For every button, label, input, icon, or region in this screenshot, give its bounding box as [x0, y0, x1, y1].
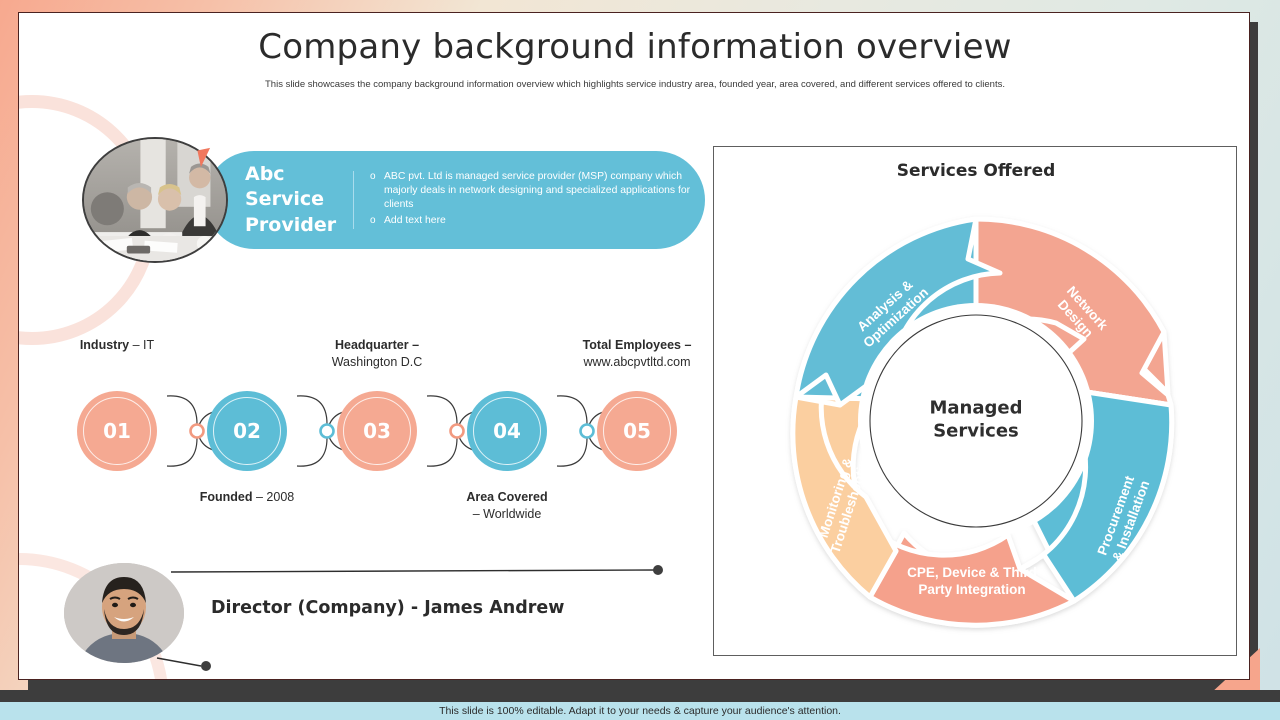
page-title: Company background information overview [258, 27, 1012, 67]
company-info-card: Abc Service Provider o ABC pvt. Ltd is m… [205, 151, 705, 249]
timeline-connectors [166, 395, 618, 467]
list-item: o Add text here [370, 214, 705, 228]
timeline-node-02[interactable]: 02 [207, 391, 287, 471]
timeline-connector-dot [579, 423, 595, 439]
company-name-line1: Abc [245, 163, 285, 186]
timeline-connector-dot [319, 423, 335, 439]
timeline-label-02: Founded – 2008 [152, 489, 342, 506]
list-item: o ABC pvt. Ltd is managed service provid… [370, 170, 705, 212]
company-name-line2: Service [245, 188, 324, 211]
company-bullet-list: o ABC pvt. Ltd is managed service provid… [354, 170, 705, 230]
timeline-label-rest: – Worldwide [472, 506, 542, 521]
list-item-text: ABC pvt. Ltd is managed service provider… [384, 171, 691, 210]
donut-center-label: Managed Services [930, 397, 1023, 444]
timeline-label-bold: Headquarter – [334, 338, 420, 352]
timeline-node-number: 01 [103, 419, 131, 443]
timeline-connector-dot [449, 423, 465, 439]
page-subtitle: This slide showcases the company backgro… [265, 79, 1005, 90]
timeline-node-number: 02 [233, 419, 261, 443]
footer-bar: This slide is 100% editable. Adapt it to… [0, 702, 1280, 720]
services-title: Services Offered [896, 161, 1056, 181]
svg-text:Party Integration: Party Integration [918, 582, 1025, 597]
timeline-node-number: 05 [623, 419, 651, 443]
timeline-label-04: Area Covered – Worldwide [412, 489, 602, 523]
list-item-text: Add text here [384, 214, 446, 226]
timeline-label-01: Industry – IT [22, 337, 212, 354]
timeline-node-03[interactable]: 03 [337, 391, 417, 471]
timeline-label-bold: Industry [79, 338, 130, 352]
timeline-node-05[interactable]: 05 [597, 391, 677, 471]
director-callout-lines [59, 548, 679, 678]
timeline-node-number: 03 [363, 419, 391, 443]
bullet-circle-icon: o [370, 171, 376, 183]
timeline-connector-dot [189, 423, 205, 439]
services-donut-diagram: Network Design Procurement & Installatio… [744, 199, 1208, 641]
company-facts-timeline: 01 02 03 04 05 Industry – IT Founded – 2… [49, 313, 709, 538]
director-portrait-photo [64, 563, 184, 663]
card-divider [353, 171, 354, 229]
donut-center-line2: Services [933, 421, 1019, 442]
donut-label-cpe: CPE, Device & Third [907, 565, 1037, 580]
timeline-label-bold: Founded [199, 490, 253, 504]
timeline-label-03: Headquarter – Washington D.C [282, 337, 472, 371]
timeline-label-rest: www.abcpvtltd.com [583, 354, 691, 369]
timeline-node-number: 04 [493, 419, 521, 443]
timeline-node-04[interactable]: 04 [467, 391, 547, 471]
photo-pointer-triangle-icon [197, 147, 214, 168]
timeline-label-rest: Washington D.C [331, 354, 423, 369]
timeline-label-bold: Total Employees – [582, 338, 692, 352]
company-name-line3: Provider [245, 213, 337, 236]
timeline-label-05: Total Employees – www.abcpvtltd.com [542, 337, 732, 371]
slide-canvas: Company background information overview … [18, 12, 1250, 680]
bullet-circle-icon: o [370, 214, 376, 226]
timeline-label-rest: – 2008 [252, 490, 295, 504]
footer-dark-strip [0, 690, 1280, 702]
donut-center-line1: Managed [929, 397, 1023, 419]
footer-text: This slide is 100% editable. Adapt it to… [439, 705, 841, 717]
services-offered-panel: Services Offered [713, 146, 1237, 656]
timeline-node-01[interactable]: 01 [77, 391, 157, 471]
company-name: Abc Service Provider [205, 162, 353, 237]
timeline-label-rest: – IT [129, 338, 155, 352]
timeline-label-bold: Area Covered [466, 490, 548, 504]
director-name: Director (Company) - James Andrew [211, 598, 565, 618]
